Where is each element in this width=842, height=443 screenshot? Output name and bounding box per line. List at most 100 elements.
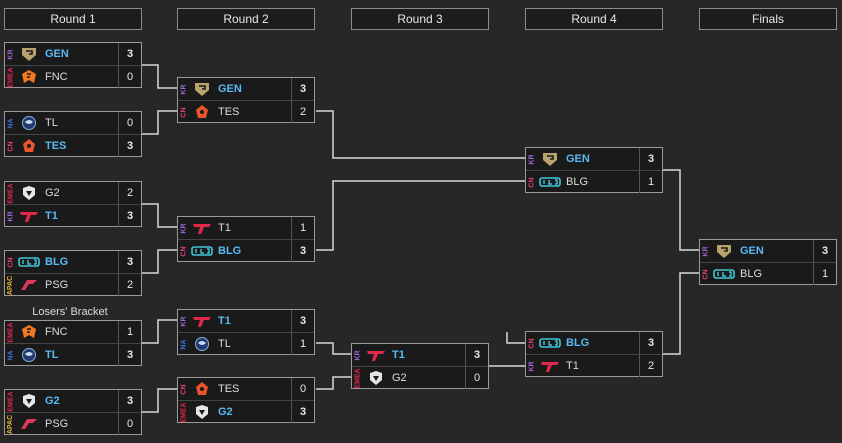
team-score: 2 xyxy=(291,101,314,123)
region-label: CN xyxy=(180,383,188,395)
connector-r4m1-final xyxy=(663,169,699,251)
match-divider xyxy=(5,412,141,413)
team-name: TES xyxy=(45,140,67,152)
gen-logo-icon xyxy=(17,43,41,65)
fnc-logo-icon xyxy=(17,321,41,343)
team-name: FNC xyxy=(45,71,68,83)
match-divider xyxy=(178,239,314,240)
blg-logo-icon xyxy=(190,240,214,262)
team-score: 3 xyxy=(639,332,662,354)
region-tag: CN xyxy=(178,101,190,123)
match-divider xyxy=(352,366,488,367)
team-row[interactable]: EMEA FNC 0 xyxy=(5,66,141,88)
blg-logo-icon xyxy=(538,332,562,354)
team-name: T1 xyxy=(392,349,405,361)
connector-r2m1-r4m1 xyxy=(316,110,525,159)
connector-r1m3-r2m2 xyxy=(142,203,177,228)
connector-r2m4-r3m1 xyxy=(316,376,351,390)
team-score: 0 xyxy=(118,112,141,134)
team-name: TL xyxy=(218,338,231,350)
match-divider xyxy=(5,343,141,344)
region-tag: NA xyxy=(5,344,17,366)
region-tag: NA xyxy=(5,112,17,134)
team-name: GEN xyxy=(566,153,590,165)
region-tag: KR xyxy=(5,205,17,227)
region-tag: KR xyxy=(178,78,190,100)
region-tag: CN xyxy=(178,240,190,262)
team-name: T1 xyxy=(566,360,579,372)
region-label: EMEA xyxy=(7,390,15,412)
region-tag: CN xyxy=(526,332,538,354)
team-row[interactable]: CN BLG 1 xyxy=(700,263,836,285)
team-score: 3 xyxy=(291,401,314,423)
team-score: 3 xyxy=(118,344,141,366)
region-tag: CN xyxy=(700,263,712,285)
match-divider xyxy=(5,204,141,205)
region-label: KR xyxy=(528,153,536,165)
region-tag: KR xyxy=(352,344,364,366)
team-score: 2 xyxy=(639,355,662,377)
team-score: 3 xyxy=(118,135,141,157)
region-label: KR xyxy=(354,349,362,361)
connector-r1m6-r2m4 xyxy=(142,388,177,413)
team-score: 0 xyxy=(118,66,141,88)
region-tag: CN xyxy=(178,378,190,400)
team-score: 3 xyxy=(118,251,141,273)
team-score: 3 xyxy=(291,310,314,332)
region-tag: EMEA xyxy=(5,321,17,343)
connector-r4m2-extra xyxy=(506,332,525,344)
g2-logo-icon xyxy=(190,401,214,423)
region-label: NA xyxy=(7,117,15,129)
team-score: 3 xyxy=(813,240,836,262)
region-label: KR xyxy=(7,210,15,222)
region-tag: EMEA xyxy=(5,66,17,88)
round-header-1: Round 1 xyxy=(4,8,142,30)
team-score: 0 xyxy=(291,378,314,400)
team-score: 1 xyxy=(291,333,314,355)
team-score: 1 xyxy=(813,263,836,285)
region-label: CN xyxy=(7,256,15,268)
team-name: BLG xyxy=(740,268,763,280)
region-tag: EMEA xyxy=(352,367,364,389)
